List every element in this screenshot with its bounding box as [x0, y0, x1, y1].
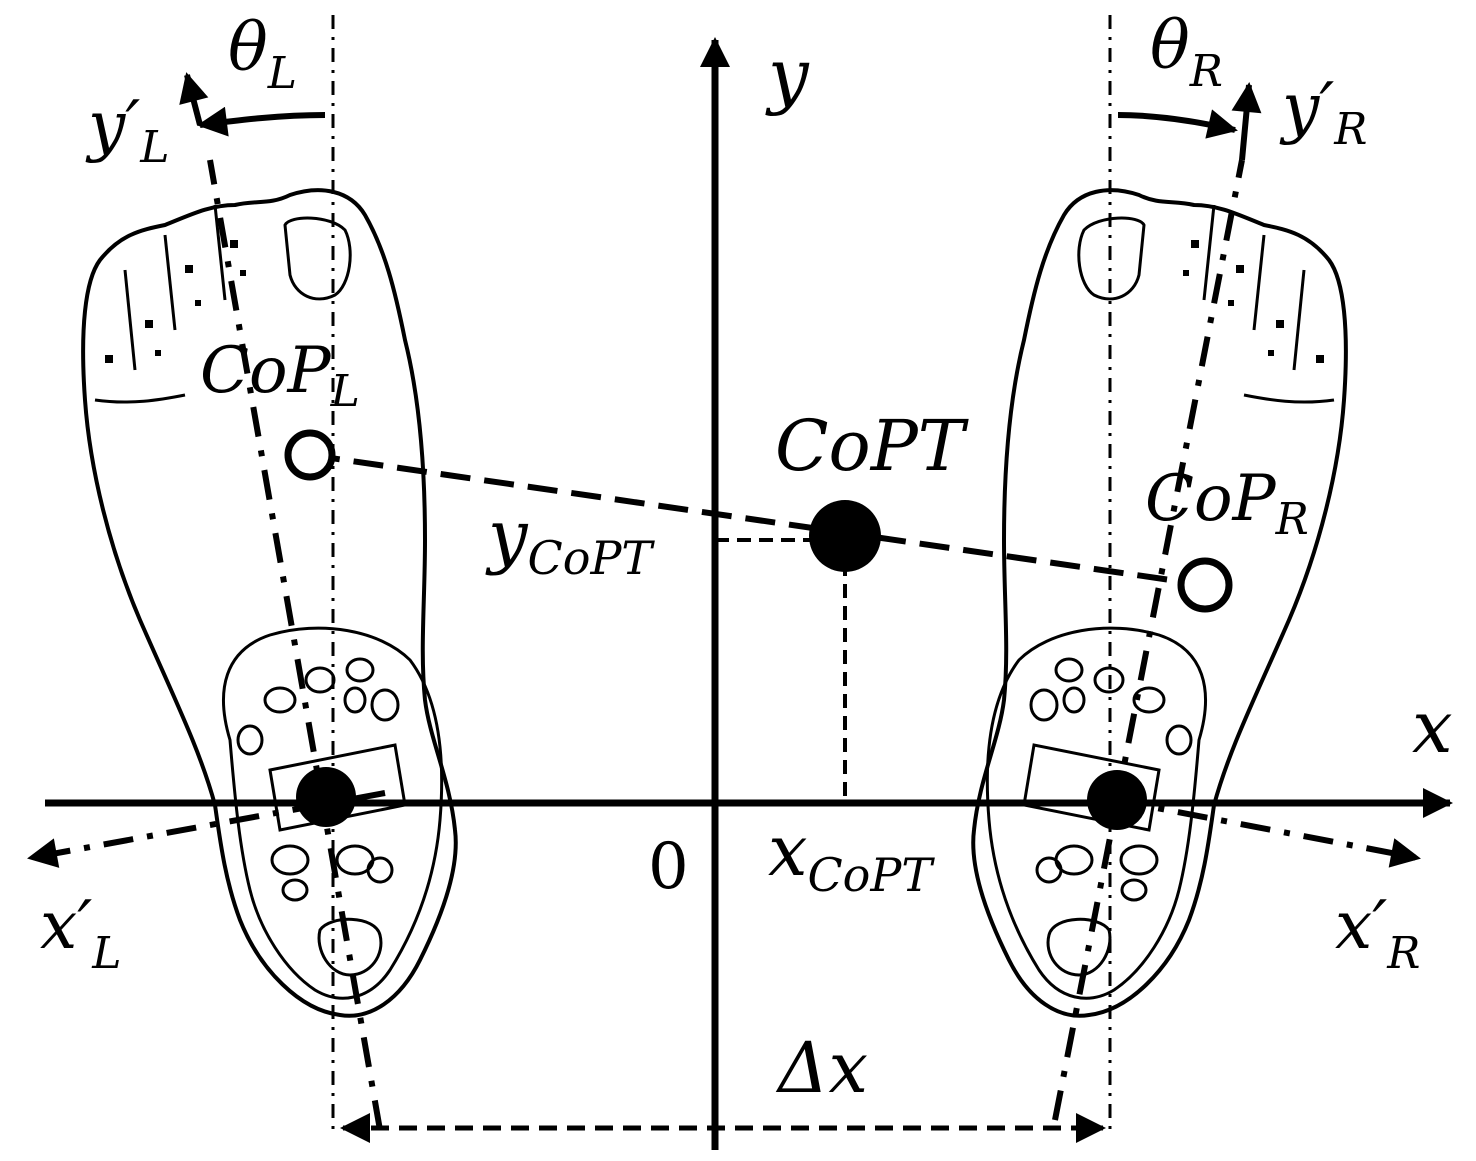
left-toe-2 — [213, 204, 227, 301]
y-copt-label: yCoPT — [485, 495, 655, 585]
right-yprime-arrow — [1231, 82, 1262, 161]
cop-right-label: CoPR — [1145, 462, 1309, 545]
origin-label: 0 — [648, 830, 689, 904]
copt-point — [809, 500, 881, 572]
right-toe-3 — [1252, 234, 1266, 331]
right-toe-4 — [1292, 269, 1306, 371]
right-heel-point — [1087, 770, 1147, 830]
x-copt-label: xCoPT — [768, 810, 935, 902]
right-rotated-x-axis — [1114, 797, 1421, 868]
theta-right-rotation-arrow — [1117, 109, 1238, 139]
left-foot — [81, 188, 458, 1018]
y-prime-right-label: y′R — [1279, 69, 1367, 155]
left-toe-line — [94, 393, 186, 404]
delta-x-label: Δx — [775, 1027, 868, 1109]
left-heel-point — [296, 767, 356, 827]
left-foot-outline — [81, 188, 458, 1018]
copt-label: CoPT — [775, 405, 969, 487]
cop-right-point — [1177, 557, 1233, 613]
left-rotated-x-axis — [27, 790, 386, 868]
theta-left-label: θL — [228, 9, 297, 99]
theta-right-label: θR — [1150, 7, 1223, 97]
left-yprime-arrow — [179, 72, 209, 126]
right-toe-2 — [1202, 204, 1216, 301]
left-big-toe — [283, 216, 352, 301]
left-rotated-y-axis — [207, 159, 383, 1131]
right-rotated-y-axis — [1052, 159, 1245, 1121]
cop-left-point — [284, 429, 336, 481]
right-heel-pad — [1046, 917, 1112, 977]
right-toe-line — [1243, 393, 1335, 404]
left-sole-cells — [236, 657, 400, 902]
right-foot-inner-outline — [985, 626, 1207, 1000]
right-foot — [971, 188, 1348, 1018]
right-big-toe — [1077, 216, 1146, 301]
left-heel-pad — [317, 917, 383, 977]
left-toe-marks — [105, 240, 246, 363]
y-prime-left-label: y′L — [85, 87, 170, 173]
cop-left-label: CoPL — [200, 334, 360, 417]
left-foot-inner-outline — [222, 626, 444, 1000]
theta-left-rotation-arrow — [197, 106, 326, 137]
left-toe-3 — [163, 234, 177, 331]
y-axis-label: y — [765, 33, 810, 117]
x-axis-label: x — [1412, 685, 1453, 769]
x-prime-right-label: x′R — [1335, 887, 1420, 979]
copl-to-copr-dashed-line — [309, 452, 1206, 588]
right-sole-cells — [1029, 657, 1193, 902]
left-toe-4 — [123, 269, 137, 371]
right-foot-outline — [971, 188, 1348, 1018]
x-prime-left-label: x′L — [40, 887, 121, 979]
right-toe-marks — [1183, 240, 1324, 363]
